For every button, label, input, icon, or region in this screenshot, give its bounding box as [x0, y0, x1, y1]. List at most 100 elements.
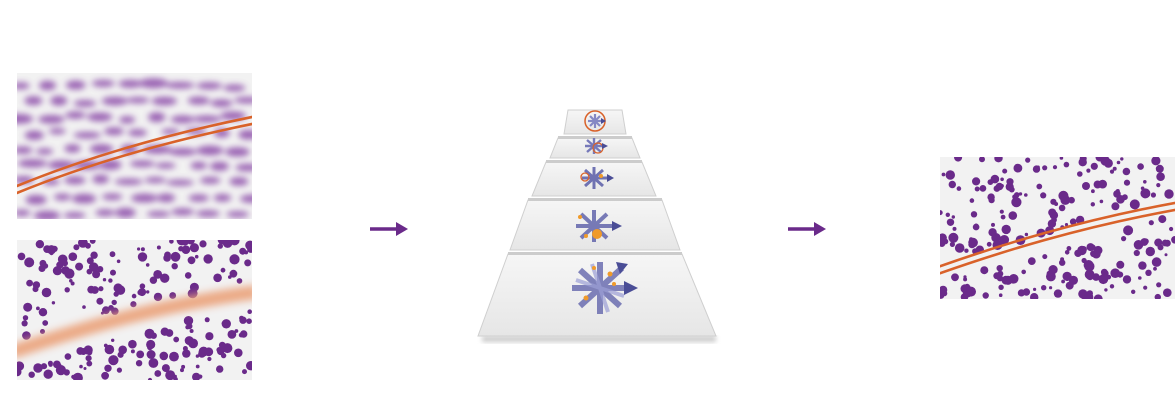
- blurred-blob: [155, 162, 176, 169]
- particle-dot: [1080, 246, 1087, 253]
- particle-dot: [979, 157, 985, 163]
- particle-dot: [229, 254, 240, 265]
- particle-dot: [1123, 179, 1131, 186]
- particle-dot: [945, 170, 955, 180]
- blurred-blob: [92, 174, 110, 184]
- particle-dot: [139, 283, 146, 289]
- blurred-blob: [213, 194, 232, 202]
- particle-dot: [1068, 196, 1075, 204]
- blurred-blob: [114, 207, 136, 218]
- particle-dot: [184, 272, 192, 279]
- particle-dot: [98, 286, 104, 292]
- particle-dot: [82, 305, 86, 309]
- blurred-blob: [17, 146, 33, 154]
- particle-dot: [1154, 293, 1161, 299]
- particle-dot: [135, 360, 143, 367]
- particle-dot: [32, 286, 39, 293]
- particle-dot: [1099, 199, 1104, 204]
- blurred-blob: [226, 211, 250, 218]
- particle-dot: [102, 278, 107, 282]
- particle-dot: [205, 332, 214, 341]
- blurred-blob: [24, 96, 43, 106]
- particle-dot: [17, 252, 26, 261]
- particle-dot: [64, 268, 75, 279]
- blurred-blob: [17, 159, 48, 168]
- particle-dot: [1027, 257, 1036, 265]
- particle-dot: [104, 364, 112, 372]
- pyramid-diagram: [477, 109, 717, 342]
- blurred-blob: [89, 144, 114, 154]
- direction-star-icon-small: [584, 110, 606, 132]
- blurred-blob: [86, 112, 113, 122]
- particle-dot: [1115, 189, 1120, 193]
- particle-dot: [1156, 183, 1161, 188]
- right-arrow-icon: [788, 222, 826, 236]
- particle-dot: [1008, 186, 1015, 193]
- particle-dot: [240, 330, 248, 338]
- particle-dot: [1098, 179, 1107, 189]
- particle-dot: [956, 186, 962, 191]
- particle-dot: [1116, 195, 1125, 204]
- particle-dot: [1001, 275, 1011, 285]
- particle-dot: [63, 369, 70, 376]
- particle-dot: [245, 240, 252, 250]
- blurred-blob: [148, 112, 166, 123]
- particle-dot: [979, 185, 987, 192]
- blurred-blob: [73, 131, 102, 139]
- blurred-blobs-image: [17, 78, 252, 219]
- particle-dot: [1158, 215, 1167, 224]
- particle-dot: [1138, 261, 1147, 270]
- particle-dot: [96, 266, 104, 273]
- particle-dot: [1011, 197, 1022, 208]
- particle-dot: [49, 250, 54, 256]
- particle-dot: [147, 344, 153, 351]
- particle-dot: [64, 287, 70, 293]
- particle-dot: [189, 243, 199, 253]
- particle-dot: [165, 370, 176, 380]
- particle-dot: [203, 254, 213, 264]
- sharp-dots-image: [17, 240, 252, 380]
- blurred-blob: [38, 80, 57, 91]
- particle-dot: [1001, 224, 1011, 235]
- particle-dot: [974, 223, 979, 228]
- particle-dot: [1091, 189, 1095, 194]
- particle-dot: [239, 247, 247, 255]
- particle-dot: [1024, 193, 1028, 197]
- particle-dot: [51, 245, 58, 252]
- particle-dot: [199, 240, 207, 248]
- particle-dot: [1059, 157, 1064, 160]
- blurred-blob: [199, 176, 221, 184]
- particle-dot: [1164, 253, 1168, 257]
- particle-dot: [1116, 160, 1121, 165]
- particle-dot: [195, 354, 200, 358]
- particle-dot: [941, 172, 946, 177]
- blurred-blob: [196, 82, 223, 90]
- particle-dot: [163, 254, 171, 262]
- particle-dot: [103, 343, 108, 348]
- particle-dot: [111, 338, 115, 342]
- particle-dot: [187, 256, 196, 265]
- particle-dot: [146, 350, 156, 359]
- particle-dot: [247, 309, 252, 314]
- particle-dot: [156, 245, 161, 250]
- blurred-blob: [144, 177, 166, 184]
- particle-dot: [1083, 292, 1094, 299]
- particle-dot: [1082, 182, 1090, 190]
- direction-star-icon-level4: [576, 210, 622, 242]
- blurred-blob: [91, 79, 115, 87]
- blurred-blob: [151, 96, 178, 106]
- particle-dot: [208, 257, 212, 262]
- blurred-blob: [130, 193, 158, 203]
- blurred-blob: [53, 193, 72, 201]
- particle-dot: [181, 245, 191, 254]
- particle-dot: [1093, 294, 1103, 299]
- particle-dot: [169, 292, 177, 299]
- particle-dot: [137, 247, 141, 251]
- particle-dot: [1024, 232, 1029, 237]
- particle-dot: [1086, 168, 1091, 173]
- particle-dot: [1064, 250, 1070, 255]
- particle-dot: [980, 266, 989, 275]
- particle-dot: [246, 361, 252, 371]
- particle-dot: [1143, 180, 1147, 184]
- particle-dot: [1052, 165, 1058, 170]
